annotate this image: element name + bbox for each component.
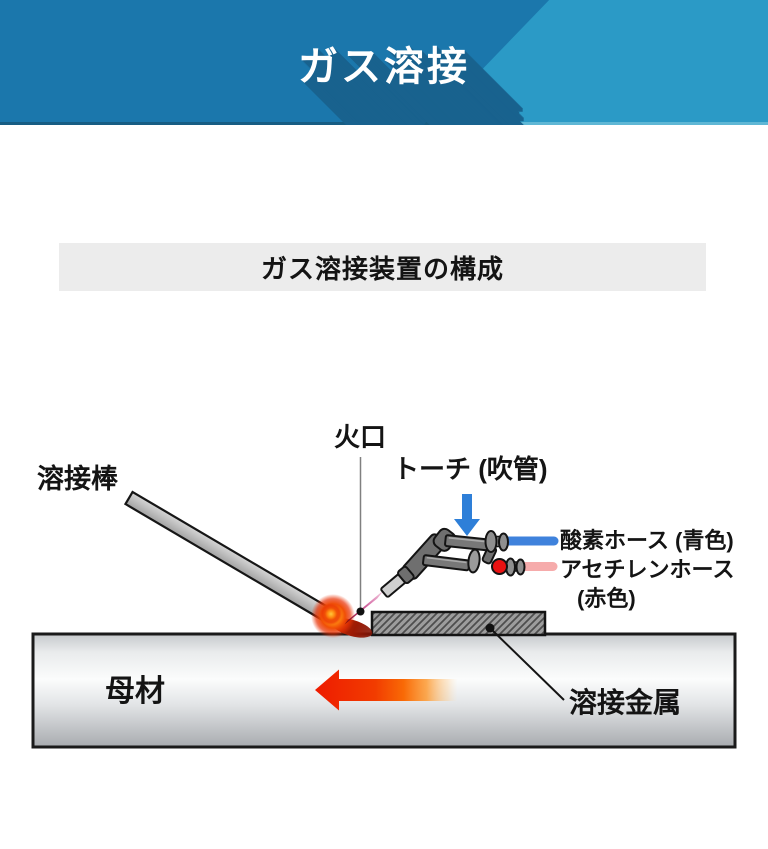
torch-illustration [380, 527, 498, 598]
nozzle-leader-dot [356, 607, 365, 616]
oxygen-valve [484, 530, 509, 553]
section-title-bar: ガス溶接装置の構成 [59, 243, 706, 291]
torch-flame-cone [344, 589, 385, 625]
flame-core [320, 603, 342, 625]
valve-ball [491, 558, 508, 575]
down-arrow-icon [454, 494, 480, 536]
section-title: ガス溶接装置の構成 [260, 253, 504, 284]
acetylene-hose-color-label: (赤色) [577, 586, 636, 611]
banner: ガス溶接 [0, 0, 768, 125]
banner-bottom-edge-right [431, 122, 768, 125]
welding-rod-label: 溶接棒 [37, 464, 118, 494]
weld-metal-block [370, 610, 547, 637]
acetylene-hose-label: アセチレンホース [560, 557, 735, 582]
weld-direction-arrow-icon [315, 669, 457, 711]
banner-bottom-edge-left [0, 122, 431, 125]
oxygen-hose-label: 酸素ホース (青色) [560, 528, 734, 553]
acetylene-barrel [422, 554, 471, 572]
welding-rod [123, 490, 339, 626]
acetylene-barrel-disc [467, 548, 481, 574]
nozzle-tip-label: 火口 [334, 422, 387, 452]
page-title: ガス溶接 [298, 44, 470, 89]
weld-metal-label: 溶接金属 [569, 687, 682, 718]
weld-metal-leader-dot [485, 623, 495, 633]
base-metal-label: 母材 [105, 675, 165, 708]
torch-label: トーチ (吹管) [393, 454, 548, 484]
weld-metal-leader-line [489, 627, 565, 701]
torch-nozzle [380, 565, 415, 598]
acetylene-valve [505, 557, 526, 577]
